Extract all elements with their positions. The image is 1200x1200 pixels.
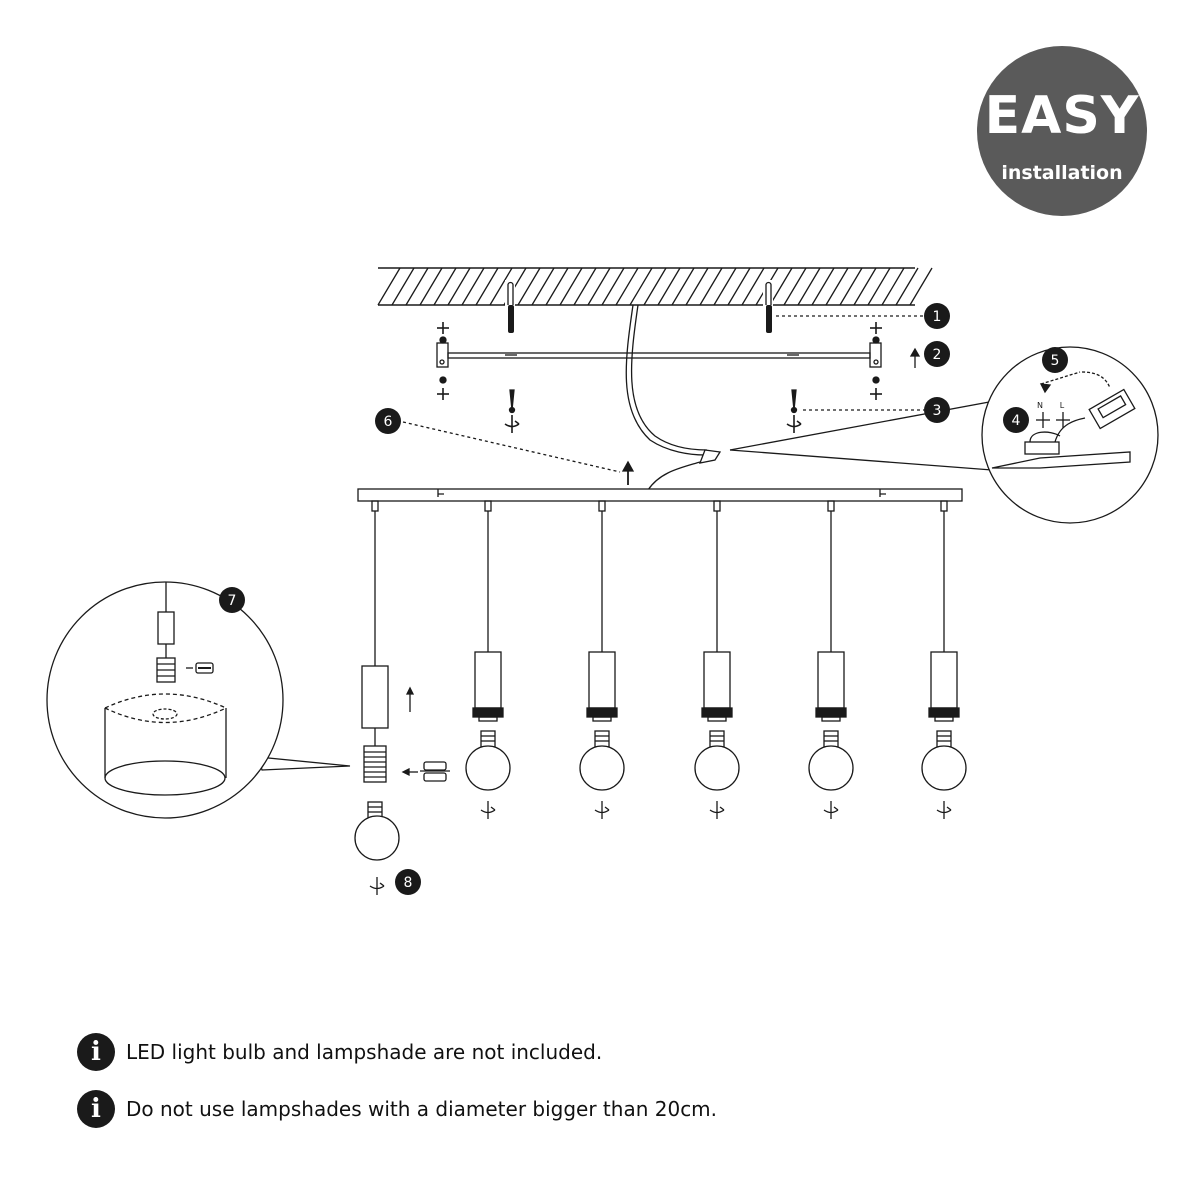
- pendant-light: [579, 500, 625, 819]
- live-wire-label: L: [1060, 401, 1065, 410]
- step-number: 6: [384, 414, 393, 430]
- rotate-mark: [786, 415, 802, 433]
- ceiling-canopy: [357, 488, 963, 502]
- power-cable: [625, 304, 722, 491]
- note-text: Do not use lampshades with a diameter bi…: [126, 1097, 718, 1121]
- badge-subtitle: installation: [1001, 162, 1123, 184]
- step-marker-3: 3: [924, 397, 950, 423]
- badge-title: EASY: [984, 86, 1140, 146]
- neutral-wire-label: N: [1037, 401, 1043, 410]
- pendant-light: [808, 500, 854, 819]
- screwdriver-marks: [437, 322, 882, 433]
- pendant-light: [694, 500, 740, 819]
- step-number: 7: [228, 593, 237, 609]
- step-marker-5: 5: [1042, 347, 1068, 373]
- screw-cross: [870, 322, 882, 334]
- step-marker-2: 2: [924, 341, 950, 367]
- terminal-callout: [729, 346, 1159, 524]
- note-lampshade-diameter: i Do not use lampshades with a diameter …: [77, 1089, 717, 1129]
- rotate-mark: [594, 801, 610, 819]
- pendant-light: [921, 500, 967, 819]
- rotate-mark: [504, 415, 520, 433]
- step-marker-1: 1: [924, 303, 950, 329]
- screw-cross: [870, 388, 882, 400]
- step-marker-6: 6: [375, 408, 401, 434]
- ceiling: [377, 267, 933, 306]
- step-number: 4: [1012, 413, 1021, 429]
- wall-plug: [508, 305, 772, 333]
- note-bulb-not-included: i LED light bulb and lampshade are not i…: [77, 1032, 602, 1072]
- rotate-mark: [823, 801, 839, 819]
- step-number: 2: [933, 347, 942, 363]
- step-markers: 1 2 3 4 5 6 7 8: [219, 303, 1068, 895]
- step-number: 5: [1051, 353, 1060, 369]
- rotate-mark: [480, 801, 496, 819]
- screw-cross: [437, 322, 449, 334]
- rotate-mark: [709, 801, 725, 819]
- screw: [439, 336, 880, 414]
- rotate-mark: [936, 801, 952, 819]
- note-text: LED light bulb and lampshade are not inc…: [126, 1040, 603, 1064]
- mounting-bracket: [436, 342, 882, 368]
- info-icon: i: [77, 1090, 115, 1128]
- easy-installation-badge: EASY installation: [977, 46, 1147, 216]
- up-arrow: [621, 460, 635, 485]
- up-arrow: [909, 347, 921, 368]
- step-marker-8: 8: [395, 869, 421, 895]
- step-marker-7: 7: [219, 587, 245, 613]
- step-number: 8: [404, 875, 413, 891]
- screw-cross: [437, 388, 449, 400]
- step-marker-4: 4: [1003, 407, 1029, 433]
- rotate-mark: [369, 877, 385, 895]
- info-icon: i: [77, 1033, 115, 1071]
- step-number: 3: [933, 403, 942, 419]
- pendant-light: [465, 500, 511, 819]
- pendant-light-exploded: [354, 500, 450, 895]
- leader-line-6: [402, 421, 621, 473]
- step-number: 1: [933, 309, 942, 325]
- lampshade-detail: [46, 581, 351, 819]
